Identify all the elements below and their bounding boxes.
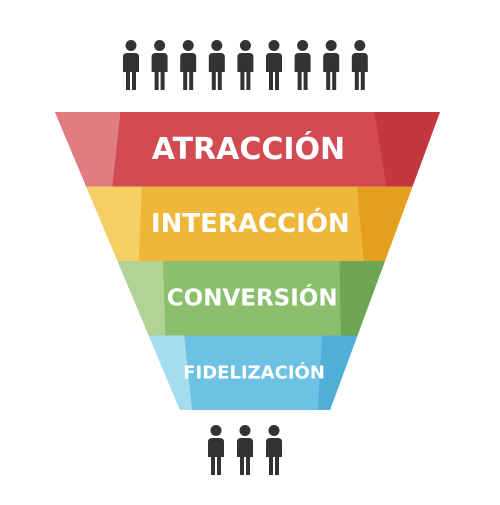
funnel-stage: ATRACCIÓN	[55, 112, 440, 187]
funnel-stage: FIDELIZACIÓN	[148, 335, 358, 410]
stage-label: CONVERSIÓN	[167, 283, 338, 311]
stage-label: ATRACCIÓN	[152, 130, 345, 167]
person-icon	[237, 40, 254, 90]
stage-label: INTERACCIÓN	[151, 207, 350, 239]
funnel-stage: CONVERSIÓN	[117, 261, 385, 336]
person-icon	[266, 425, 282, 475]
person-icon	[208, 425, 224, 475]
funnel-stage: INTERACCIÓN	[86, 186, 413, 261]
funnel: ATRACCIÓN INTERACCIÓN CONVERSIÓN FIDELIZACI…	[55, 112, 440, 410]
stage-label: FIDELIZACIÓN	[183, 361, 325, 383]
person-icon	[351, 40, 368, 90]
person-icon	[266, 40, 282, 90]
person-icon	[180, 40, 197, 90]
person-icon	[151, 40, 168, 90]
people-row-bottom	[208, 425, 282, 475]
person-icon	[208, 40, 225, 90]
person-icon	[123, 40, 139, 90]
person-icon	[323, 40, 340, 90]
person-icon	[237, 425, 253, 475]
people-row-top	[123, 40, 368, 90]
person-icon	[294, 40, 311, 90]
